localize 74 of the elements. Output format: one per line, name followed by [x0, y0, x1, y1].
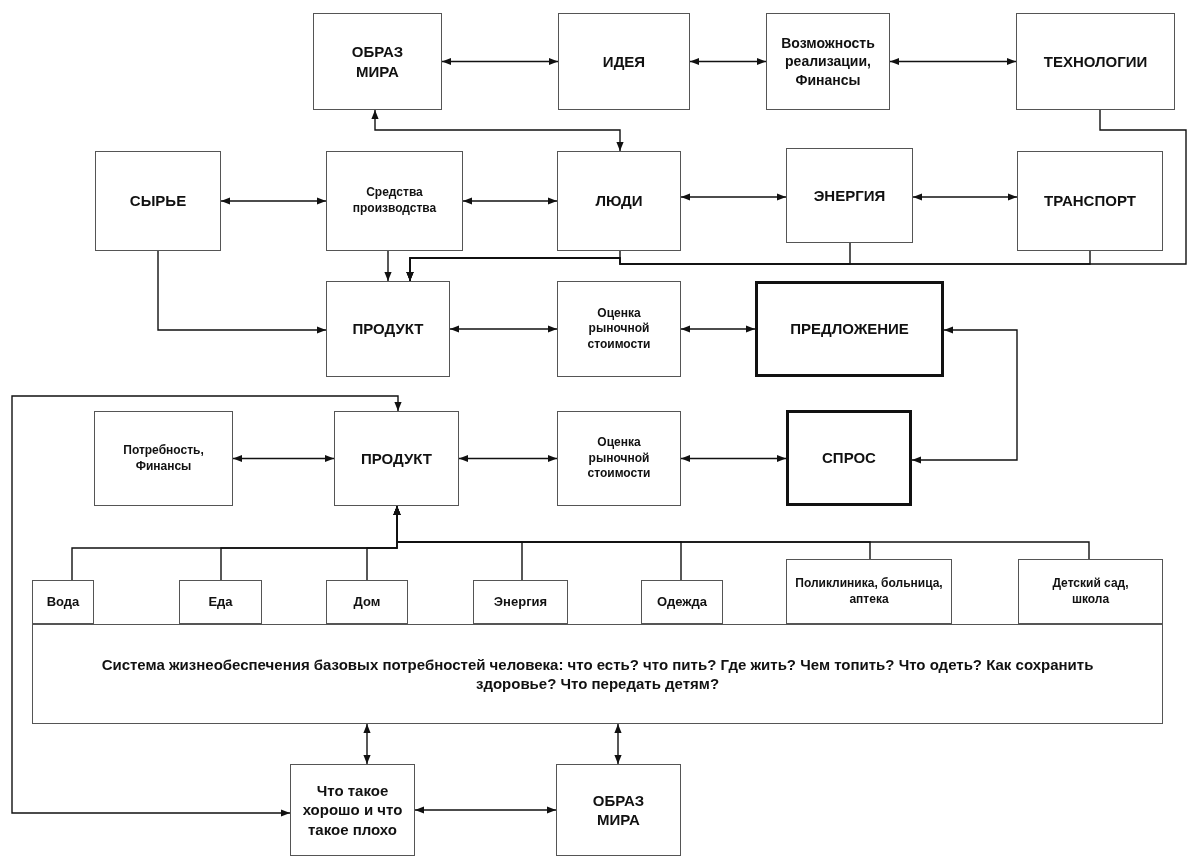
- process-box: [473, 580, 568, 624]
- box-label: Энергия: [493, 593, 548, 611]
- box-label: Одежда: [657, 593, 707, 611]
- arrow: [680, 325, 756, 333]
- box-label: ОБРАЗ МИРА: [350, 42, 405, 81]
- arrow: [371, 109, 624, 152]
- arrow: [11, 395, 402, 817]
- process-box: [755, 281, 944, 377]
- box-label: Оценка рыночной стоимости: [586, 435, 652, 482]
- process-box: [558, 13, 690, 110]
- process-box: [326, 580, 408, 624]
- box-label: Возможность реализации, Финансы: [780, 34, 876, 89]
- process-box: [326, 151, 463, 251]
- arrow: [220, 197, 327, 205]
- process-box: [334, 411, 459, 506]
- box-label: Дом: [353, 593, 381, 611]
- arrow: [393, 505, 1090, 560]
- arrow: [680, 454, 787, 463]
- box-label: ИДЕЯ: [602, 51, 646, 72]
- process-box: [1016, 13, 1175, 110]
- box-label: ТРАНСПОРТ: [1044, 191, 1136, 211]
- process-box: [766, 13, 890, 110]
- process-box: [557, 281, 681, 377]
- process-box: [786, 410, 912, 506]
- box-label: Вода: [46, 593, 80, 611]
- arrow: [912, 193, 1018, 201]
- process-box: [313, 13, 442, 110]
- arrow: [689, 57, 767, 66]
- process-box: [556, 764, 681, 856]
- process-box: [95, 151, 221, 251]
- arrow: [406, 250, 1091, 282]
- arrow: [680, 193, 787, 201]
- box-label: ТЕХНОЛОГИИ: [1043, 51, 1148, 72]
- box-label: СЫРЬЕ: [129, 191, 187, 211]
- box-label: СПРОС: [822, 448, 876, 468]
- arrow: [462, 197, 558, 205]
- arrow: [157, 250, 327, 334]
- box-label: Что такое хорошо и что такое плохо: [301, 780, 404, 840]
- box-label: Потребность, Финансы: [122, 442, 205, 475]
- box-label: Оценка рыночной стоимости: [586, 305, 652, 353]
- box-label: ЛЮДИ: [595, 191, 643, 211]
- box-label: ПРОДУКТ: [361, 448, 432, 469]
- box-label: ПРЕДЛОЖЕНИЕ: [790, 319, 909, 339]
- process-box: [1017, 151, 1163, 251]
- arrow: [363, 723, 371, 765]
- process-box: [1018, 559, 1163, 624]
- arrow: [414, 806, 557, 814]
- process-box: [179, 580, 262, 624]
- arrow: [911, 326, 1018, 464]
- arrow: [889, 57, 1017, 66]
- arrow: [458, 454, 558, 463]
- box-label: Средства производства: [351, 185, 438, 217]
- process-box: [32, 580, 94, 624]
- process-box: [557, 151, 681, 251]
- process-box: [557, 411, 681, 506]
- process-box: [641, 580, 723, 624]
- arrow: [614, 723, 622, 765]
- arrow: [384, 250, 392, 282]
- box-label: ЭНЕРГИЯ: [813, 185, 886, 206]
- process-box: [326, 281, 450, 377]
- process-box: [32, 624, 1163, 724]
- arrow: [449, 325, 558, 333]
- box-label: ПРОДУКТ: [352, 319, 424, 339]
- box-label: Еда: [208, 593, 233, 611]
- arrow: [232, 454, 335, 463]
- box-label: Система жизнеобеспечения базовых потребностей человека: что есть? что пить? Где жить? Чем топить? Что одеть? Как сохранить здоровье? Что передать детям?: [100, 654, 1095, 694]
- box-label: ОБРАЗ МИРА: [591, 790, 646, 830]
- process-box: [290, 764, 415, 856]
- process-box: [786, 148, 913, 243]
- arrow: [441, 57, 559, 66]
- process-box: [94, 411, 233, 506]
- process-box: [786, 559, 952, 624]
- box-label: Детский сад, школа: [1051, 575, 1130, 608]
- box-label: Поликлиника, больница, аптека: [794, 575, 944, 608]
